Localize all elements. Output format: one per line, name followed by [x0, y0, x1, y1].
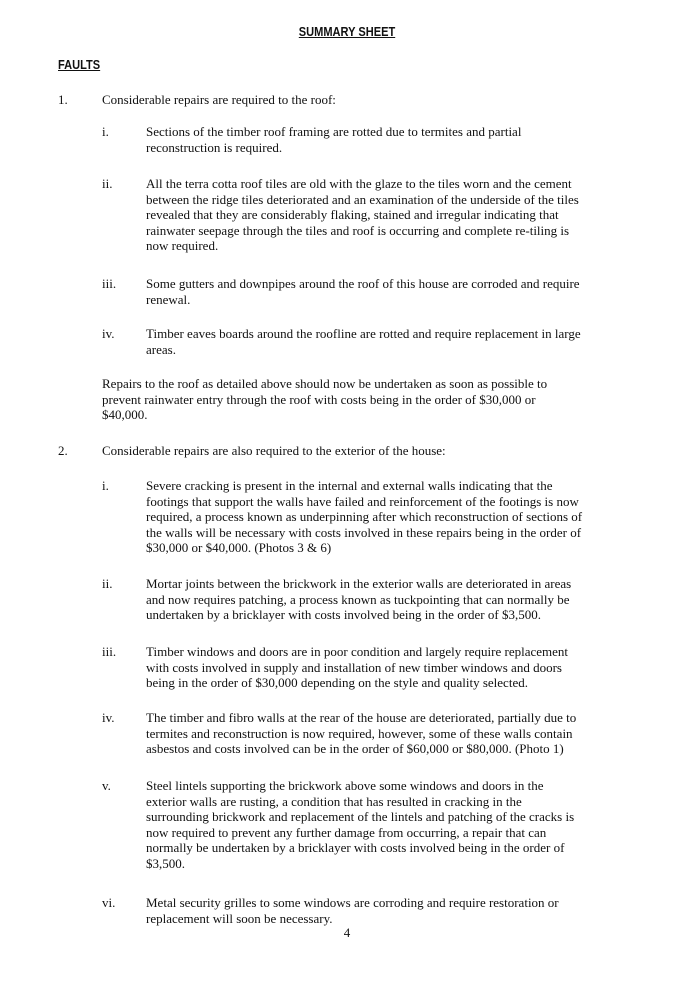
- sub-list-item: ii. Mortar joints between the brickwork i…: [102, 576, 572, 623]
- text-line: normally be undertaken by a bricklayer w…: [146, 840, 565, 856]
- text-line: exterior walls are rusting, a condition …: [146, 793, 522, 809]
- summary-paragraph: Repairs to the roof as detailed above sh…: [102, 376, 547, 423]
- sub-list-item: iv. Timber eaves boards around the roofli…: [102, 326, 581, 357]
- text-line: Some gutters and downpipes around the ro…: [146, 276, 580, 291]
- text-line: rainwater seepage through the tiles and …: [146, 222, 570, 238]
- text-line: required, a process known as underpinnin…: [146, 509, 583, 525]
- text-line: The timber and fibro walls at the rear o…: [146, 710, 577, 725]
- list-item: 2. Considerable repairs are also required…: [58, 443, 446, 459]
- sub-list-item: ii. All the terra cotta roof tiles are ol…: [102, 176, 579, 254]
- list-number: ii.: [102, 576, 113, 591]
- page-title: SUMMARY SHEET: [298, 24, 396, 39]
- text-line: Considerable repairs are required to the…: [102, 92, 336, 107]
- text-line: footings that support the walls have fai…: [146, 493, 579, 509]
- text-line: being in the order of $30,000 depending …: [146, 675, 528, 691]
- list-number: iii.: [102, 644, 117, 659]
- text-line: the walls will be necessary with costs i…: [146, 524, 582, 540]
- text-line: Considerable repairs are also required t…: [102, 443, 446, 458]
- page-number: 4: [343, 925, 351, 940]
- text-line: Mortar joints between the brickwork in t…: [146, 576, 572, 591]
- text-line: asbestos and costs involved can be in th…: [146, 741, 564, 757]
- list-number: 1.: [58, 92, 68, 107]
- text-line: now required to prevent any further dama…: [146, 824, 547, 840]
- text-line: $30,000 or $40,000. (Photos 3 & 6): [146, 540, 332, 556]
- text-line: $3,500.: [146, 855, 185, 871]
- text-line: revealed that they are considerably flak…: [146, 207, 559, 223]
- list-number: 2.: [58, 443, 68, 458]
- text-line: Metal security grilles to some windows a…: [146, 895, 559, 910]
- sub-list-item: iii. Timber windows and doors are in poor…: [102, 644, 569, 691]
- text-line: surrounding brickwork and replacement of…: [146, 809, 575, 825]
- text-line: prevent rainwater entry through the roof…: [102, 391, 536, 407]
- text-line: Timber windows and doors are in poor con…: [146, 644, 569, 659]
- list-number: vi.: [102, 895, 116, 910]
- text-line: now required.: [146, 238, 219, 254]
- text-line: Severe cracking is present in the intern…: [146, 478, 553, 493]
- text-line: with costs involved in supply and instal…: [146, 659, 562, 675]
- list-number: i.: [102, 124, 109, 139]
- list-number: iv.: [102, 710, 115, 725]
- text-line: All the terra cotta roof tiles are old w…: [146, 176, 572, 191]
- sub-list-item: i. Severe cracking is present in the inte…: [102, 478, 583, 556]
- list-number: ii.: [102, 176, 113, 191]
- list-number: v.: [102, 778, 111, 793]
- sub-list-item: vi. Metal security grilles to some window…: [102, 895, 559, 926]
- list-item: 1. Considerable repairs are required to t…: [58, 92, 336, 108]
- text-line: Sections of the timber roof framing are …: [146, 124, 522, 139]
- text-line: reconstruction is required.: [146, 139, 283, 155]
- list-number: iv.: [102, 326, 115, 341]
- text-line: termites and reconstruction is now requi…: [146, 725, 573, 741]
- text-line: undertaken by a bricklayer with costs in…: [146, 607, 541, 623]
- text-line: replacement will soon be necessary.: [146, 910, 333, 926]
- text-line: areas.: [146, 341, 176, 357]
- sub-list-item: i. Sections of the timber roof framing ar…: [102, 124, 522, 155]
- text-line: Timber eaves boards around the roofline …: [146, 326, 581, 341]
- text-line: renewal.: [146, 291, 191, 307]
- text-line: between the ridge tiles deteriorated and…: [146, 191, 579, 207]
- section-heading-faults: FAULTS: [58, 57, 101, 72]
- text-line: Repairs to the roof as detailed above sh…: [102, 376, 548, 391]
- text-line: $40,000.: [102, 407, 148, 423]
- text-line: and now requires patching, a process kno…: [146, 591, 570, 607]
- list-number: iii.: [102, 276, 117, 291]
- sub-list-item: v. Steel lintels supporting the brickwork…: [102, 778, 575, 872]
- text-line: Steel lintels supporting the brickwork a…: [146, 778, 544, 793]
- sub-list-item: iv. The timber and fibro walls at the rea…: [102, 710, 577, 757]
- list-number: i.: [102, 478, 109, 493]
- sub-list-item: iii. Some gutters and downpipes around th…: [102, 276, 580, 307]
